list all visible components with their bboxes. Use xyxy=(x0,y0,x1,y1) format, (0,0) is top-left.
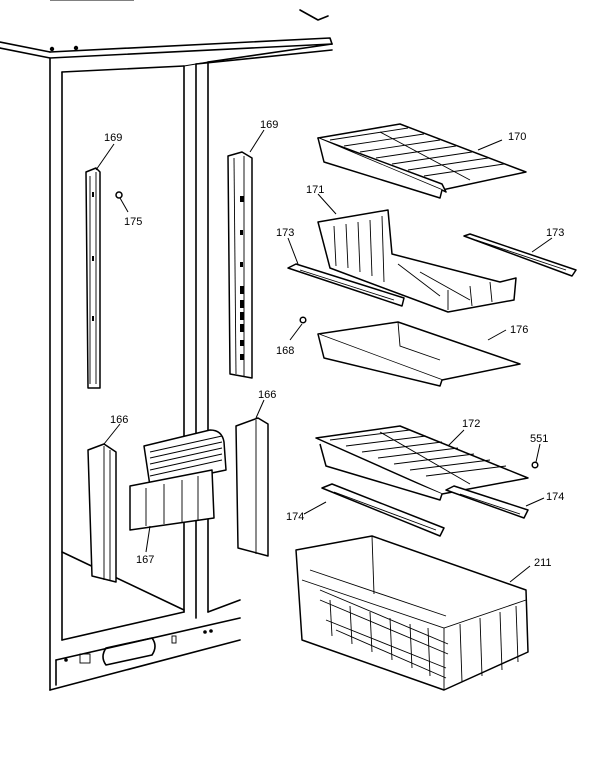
label-169-left: 169 xyxy=(104,132,122,144)
label-167: 167 xyxy=(136,554,154,566)
label-175: 175 xyxy=(124,216,142,228)
screw-551 xyxy=(531,461,539,469)
screw-175 xyxy=(115,191,123,199)
label-169-right: 169 xyxy=(260,119,278,131)
label-551: 551 xyxy=(530,433,548,445)
label-176: 176 xyxy=(510,324,528,336)
slide-174-left xyxy=(321,483,445,537)
label-173-right: 173 xyxy=(546,227,564,239)
drawer-housing-167 xyxy=(129,429,227,531)
label-173-left: 173 xyxy=(276,227,294,239)
shelf-170 xyxy=(317,123,527,199)
screw-168 xyxy=(299,316,307,324)
side-panel-right xyxy=(235,417,269,557)
cabinet xyxy=(0,0,333,691)
side-panel-left xyxy=(87,443,117,583)
label-168: 168 xyxy=(276,345,294,357)
leader-lines xyxy=(95,129,553,583)
shelf-172 xyxy=(315,425,529,501)
shelf-ladder-right xyxy=(227,151,253,379)
label-166-left: 166 xyxy=(110,414,128,426)
slide-174-right xyxy=(445,485,529,519)
basket-211 xyxy=(295,535,529,691)
label-170: 170 xyxy=(508,131,526,143)
label-171: 171 xyxy=(306,184,324,196)
label-172: 172 xyxy=(462,418,480,430)
rail-173-left xyxy=(287,263,405,307)
label-211: 211 xyxy=(534,557,552,569)
shelf-ladder-left xyxy=(85,167,101,389)
label-174-left: 174 xyxy=(286,511,304,523)
basket-171 xyxy=(317,209,517,313)
label-166-right: 166 xyxy=(258,389,276,401)
shelf-176 xyxy=(317,321,521,387)
label-174-right: 174 xyxy=(546,491,564,503)
rail-173-right xyxy=(463,233,577,277)
